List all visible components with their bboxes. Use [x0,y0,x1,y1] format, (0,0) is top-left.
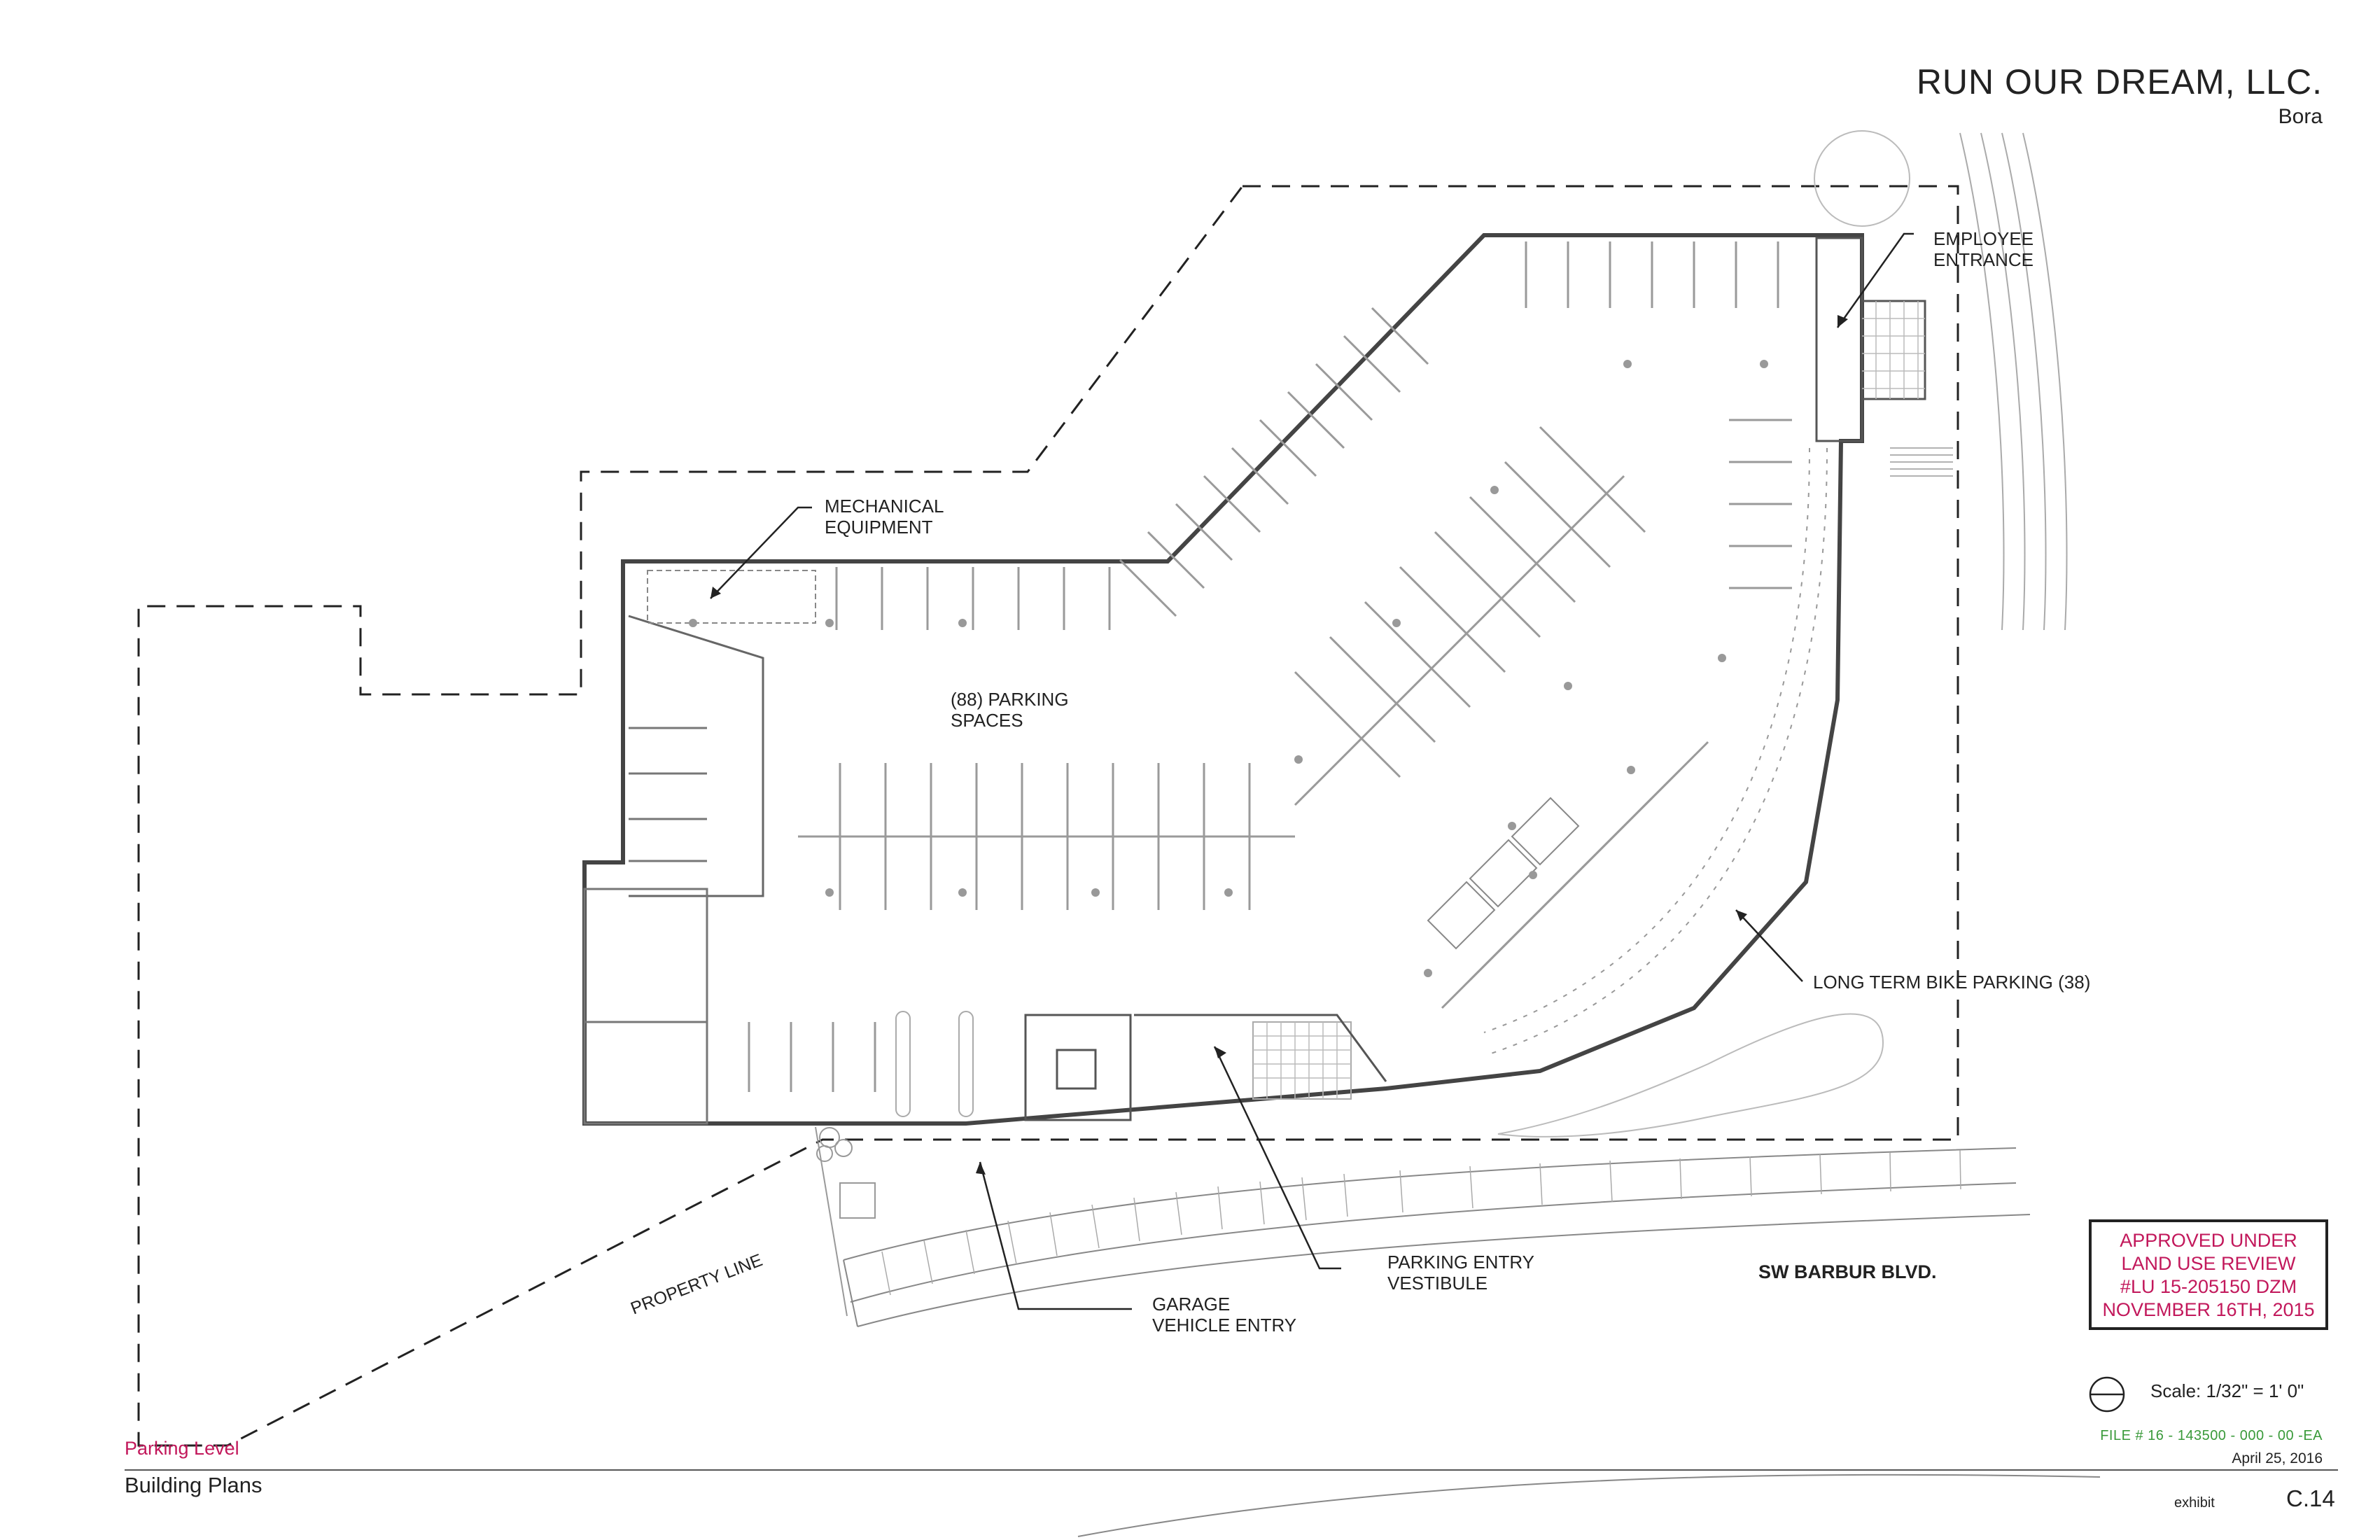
landscape-planting [1497,1013,1884,1138]
exterior-stairs [1890,447,1953,477]
leader-lines [710,232,1914,1310]
building-outline [582,233,1864,1126]
entrance-grid [1862,301,1925,399]
mechanical-equipment-area [647,570,816,624]
stamp-line-4: NOVEMBER 16TH, 2015 [2102,1299,2315,1320]
property-line-label: PROPERTY LINE [628,1250,765,1319]
entry-vestibule-label-line1: PARKING ENTRY [1387,1252,1534,1273]
sheet-date: April 25, 2016 [2232,1450,2323,1466]
stamp-line-2: LAND USE REVIEW [2121,1253,2296,1274]
leader-arrowheads [710,315,1848,1175]
employee-entrance-label-line2: ENTRANCE [1933,249,2033,270]
stall-striping [748,241,1792,1092]
title-block-firm: RUN OUR DREAM, LLC. Bora [1917,62,2323,129]
property-line [137,185,1959,1447]
level-label: Parking Level [125,1438,239,1459]
sidewalk-hatch [881,1149,1961,1296]
file-number: FILE # 16 - 143500 - 000 - 00 -EA [2100,1428,2323,1443]
firm-name: RUN OUR DREAM, LLC. [1916,62,2323,102]
stamp-line-1: APPROVED UNDER [2120,1230,2297,1251]
project-name: Bora [2278,105,2323,128]
east-sidewalk-arcs [1959,132,2068,631]
mechanical-label-line1: MECHANICAL [825,496,944,517]
mechanical-label-line2: EQUIPMENT [825,517,933,538]
building-inner-wall [628,615,764,897]
entry-vestibule-label-line2: VESTIBULE [1387,1273,1488,1294]
accessible-stalls [1427,797,1580,950]
garage-ramp [895,1011,974,1117]
sheet-title: Building Plans [125,1473,262,1497]
approval-stamp: APPROVED UNDER LAND USE REVIEW #LU 15-20… [2089,1219,2328,1330]
bike-parking-label: LONG TERM BIKE PARKING (38) [1813,972,2090,993]
vestibule-grid [1253,1022,1351,1099]
parking-spaces-label-line1: (88) PARKING [951,689,1069,710]
entry-core [1024,1014,1387,1121]
sheet-number: C.14 [2286,1485,2335,1511]
stamp-line-3: #LU 15-205150 DZM [2120,1276,2297,1297]
scale-symbol [2089,1376,2125,1413]
garage-entry-label-line2: VEHICLE ENTRY [1152,1315,1296,1336]
exhibit-label: exhibit [2174,1495,2215,1511]
garage-entry-label-line1: GARAGE [1152,1294,1230,1315]
structural-columns [689,360,1768,977]
street-name-label: SW BARBUR BLVD. [1758,1261,1936,1282]
planter-trees [815,1126,876,1317]
employee-entrance-label-line1: EMPLOYEE [1933,228,2033,249]
parking-spaces-label-line2: SPACES [951,710,1023,731]
bike-rack-row [1483,447,1828,1054]
employee-entrance-core [1815,237,1926,442]
street-curbs [843,1147,2101,1537]
tree-canopy [1814,130,1910,227]
west-rooms [583,727,708,1125]
scale-label: Scale: 1/32" = 1' 0" [2150,1380,2304,1401]
